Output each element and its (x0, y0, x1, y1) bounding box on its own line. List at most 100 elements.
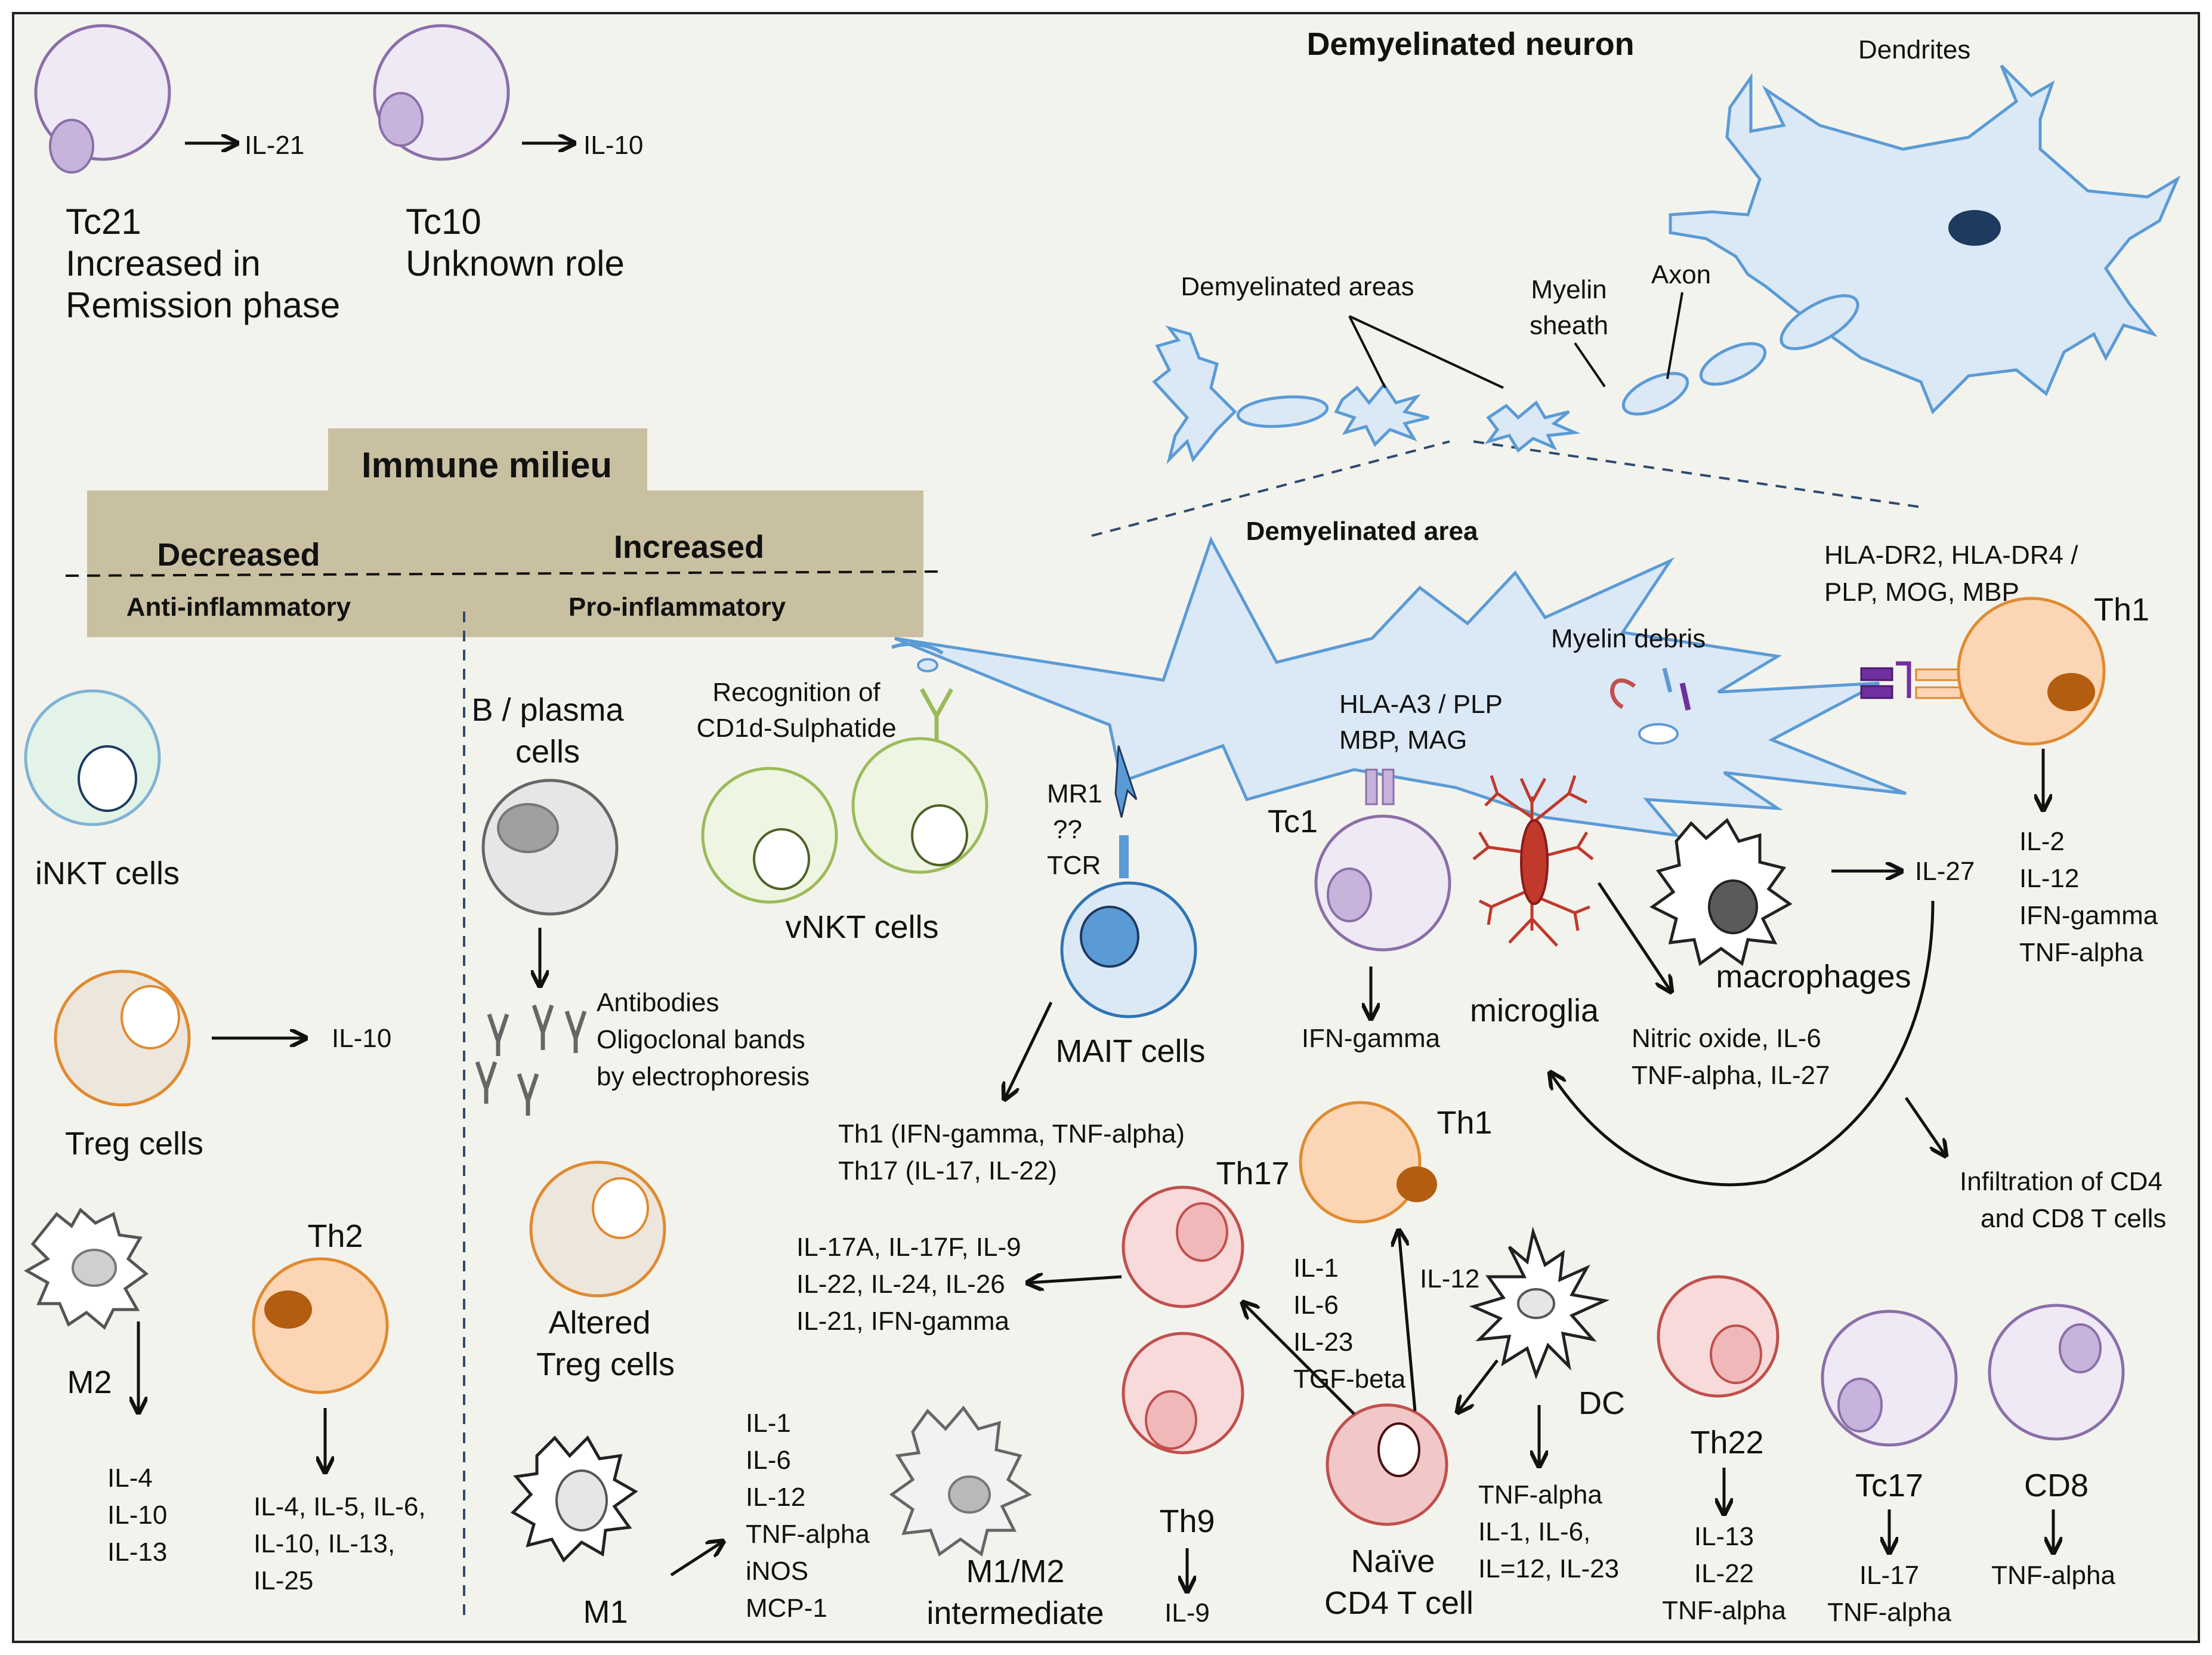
th1-top-label: Th1 (2094, 592, 2149, 628)
bplasma-label-2: cells (515, 734, 580, 770)
m1-macrophage (510, 1435, 638, 1563)
m1m2-label-2: intermediate (926, 1595, 1104, 1631)
m2-out-2: IL-10 (107, 1500, 167, 1530)
m1-label: M1 (583, 1594, 628, 1630)
pro-inflammatory-label: Pro-inflammatory (569, 592, 786, 622)
antibodies-line3: by electrophoresis (597, 1062, 810, 1091)
m1-out-3: IL-12 (746, 1483, 805, 1512)
infiltration-line1: Infiltration of CD4 (1960, 1167, 2162, 1196)
immune-milieu-title: Immune milieu (362, 445, 612, 485)
th17-in-2: IL-6 (1293, 1290, 1339, 1320)
m1-out-5: iNOS (746, 1557, 808, 1586)
th17-label: Th17 (1216, 1156, 1289, 1191)
demyelinated-areas-label: Demyelinated areas (1181, 272, 1414, 301)
antibody-icons (475, 1004, 587, 1116)
dc-cell (1469, 1226, 1610, 1380)
antibodies-line2: Oligoclonal bands (597, 1025, 805, 1054)
tc17-out-1: IL-17 (1859, 1561, 1919, 1590)
tc21-desc-line1: Increased in (66, 243, 261, 283)
m1-out-6: MCP-1 (746, 1594, 827, 1623)
inkt-label: iNKT cells (35, 856, 180, 891)
altered-treg-label-2: Treg cells (536, 1347, 675, 1382)
mr1-line2: ?? (1053, 815, 1082, 844)
naive-to-th1-arrow (1399, 1232, 1417, 1412)
cd1d-receptor-icon (891, 642, 944, 672)
dc-out-2: IL-1, IL-6, (1478, 1517, 1590, 1546)
il27-label: IL-27 (1915, 857, 1975, 886)
cd8-cell (1988, 1304, 2125, 1441)
inkt-cell (24, 689, 161, 826)
tc1-receptor-a (1365, 768, 1378, 805)
dc-to-naive-arrow (1459, 1359, 1499, 1411)
m1-out-4: TNF-alpha (746, 1520, 870, 1549)
myelin-debris-icons (1610, 668, 1691, 745)
m2-macrophage (23, 1208, 149, 1330)
microglia-arrow (1597, 882, 1670, 990)
mr1-receptor-icon (1114, 745, 1138, 818)
th1-top-cell (1957, 597, 2106, 746)
th1-mid-label: Th1 (1436, 1105, 1492, 1141)
demyelinated-neuron-title: Demyelinated neuron (1306, 26, 1634, 62)
tc10-il-label: IL-10 (583, 131, 643, 160)
bplasma-label-1: B / plasma (471, 692, 624, 728)
tc1-receptor-b (1382, 768, 1395, 805)
m2-out-3: IL-13 (107, 1537, 167, 1567)
myelin-sheath-line2: sheath (1530, 311, 1608, 340)
macrophage-cell (1649, 818, 1793, 967)
infiltration-arrow (1904, 1097, 1945, 1154)
th17-out-1: IL-17A, IL-17F, IL-9 (796, 1233, 1021, 1262)
naive-cd4-cell (1326, 1403, 1448, 1526)
th17-out-arrow (1029, 1277, 1122, 1283)
recognition-line1: Recognition of (712, 678, 881, 707)
increased-label: Increased (614, 529, 764, 565)
hla-dr-line2: PLP, MOG, MBP (1824, 578, 2019, 607)
myelin-debris-label: Myelin debris (1551, 624, 1706, 653)
th2-out-1: IL-4, IL-5, IL-6, (254, 1492, 426, 1521)
th9-label: Th9 (1159, 1503, 1215, 1539)
demyelinated-area-shape (894, 536, 1907, 838)
naive-to-th17-arrow (1244, 1304, 1355, 1415)
hla-a3-line2: MBP, MAG (1339, 725, 1467, 755)
th1-top-out-1: IL-2 (2019, 827, 2065, 856)
th17-out-2: IL-22, IL-24, IL-26 (796, 1270, 1005, 1299)
tc21-label: Tc21 (66, 202, 141, 242)
th9-out: IL-9 (1164, 1598, 1210, 1628)
tc10-label: Tc10 (406, 202, 481, 242)
tc17-out-2: TNF-alpha (1827, 1598, 1951, 1627)
treg-cell (54, 969, 191, 1107)
microglia-out-2: TNF-alpha, IL-27 (1632, 1061, 1830, 1090)
altered-treg-cell (529, 1160, 666, 1298)
th1-top-out-4: TNF-alpha (2019, 938, 2143, 967)
th1-mid-cell (1299, 1101, 1437, 1224)
zoom-line-left (1091, 440, 1450, 537)
treg-il-label: IL-10 (332, 1024, 391, 1053)
mr1-line1: MR1 (1047, 779, 1102, 808)
th2-out-3: IL-25 (254, 1566, 313, 1595)
vnkt-label: vNKT cells (785, 909, 938, 945)
demyelinated-areas-pointer-2 (1349, 315, 1504, 389)
th2-out-2: IL-10, IL-13, (254, 1529, 395, 1558)
th17-cell (1122, 1185, 1244, 1308)
th1-top-out-2: IL-12 (2019, 864, 2079, 893)
hla-dr-receptor (1860, 661, 1962, 699)
mait-out-2: Th17 (IL-17, IL-22) (838, 1156, 1057, 1185)
myelin-sheath-pointer (1574, 342, 1606, 388)
tc10-desc: Unknown role (406, 243, 625, 283)
th17-out-3: IL-21, IFN-gamma (796, 1307, 1010, 1336)
th22-out-1: IL-13 (1694, 1522, 1754, 1551)
m2-label: M2 (67, 1364, 112, 1400)
tcr-receptor-icon (1119, 835, 1129, 878)
m1-arrow (670, 1542, 722, 1577)
vnkt-cells (701, 737, 988, 904)
m1m2-macrophage (889, 1405, 1033, 1557)
th1-top-out-3: IFN-gamma (2019, 901, 2158, 930)
tc21-desc-line2: Remission phase (66, 285, 340, 325)
m2-out-1: IL-4 (107, 1463, 153, 1493)
mr1-line3: TCR (1047, 851, 1101, 880)
decreased-label: Decreased (157, 537, 320, 573)
axon-label: Axon (1651, 260, 1711, 289)
th22-cell (1657, 1275, 1780, 1398)
th2-cell (252, 1257, 389, 1394)
